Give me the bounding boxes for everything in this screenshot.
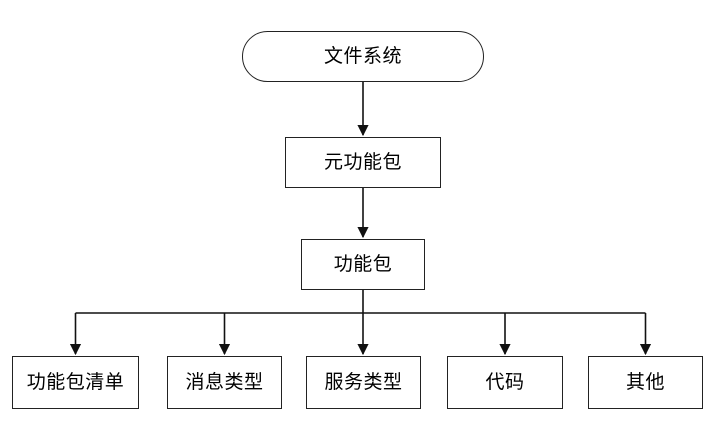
node-code-label: 代码 <box>485 372 525 393</box>
node-package-label: 功能包 <box>333 254 393 275</box>
node-service-type: 服务类型 <box>306 356 421 409</box>
node-other: 其他 <box>588 356 703 409</box>
node-other-label: 其他 <box>625 372 665 393</box>
node-message-type: 消息类型 <box>167 356 282 409</box>
node-package: 功能包 <box>301 239 425 290</box>
node-file-system-label: 文件系统 <box>323 46 402 67</box>
node-meta-package-label: 元功能包 <box>323 152 402 173</box>
node-meta-package: 元功能包 <box>285 137 441 188</box>
node-code: 代码 <box>447 356 563 409</box>
node-file-system: 文件系统 <box>242 31 484 82</box>
node-message-type-label: 消息类型 <box>185 372 264 393</box>
node-service-type-label: 服务类型 <box>324 372 403 393</box>
node-package-manifest-label: 功能包清单 <box>26 372 125 393</box>
node-package-manifest: 功能包清单 <box>12 356 139 409</box>
